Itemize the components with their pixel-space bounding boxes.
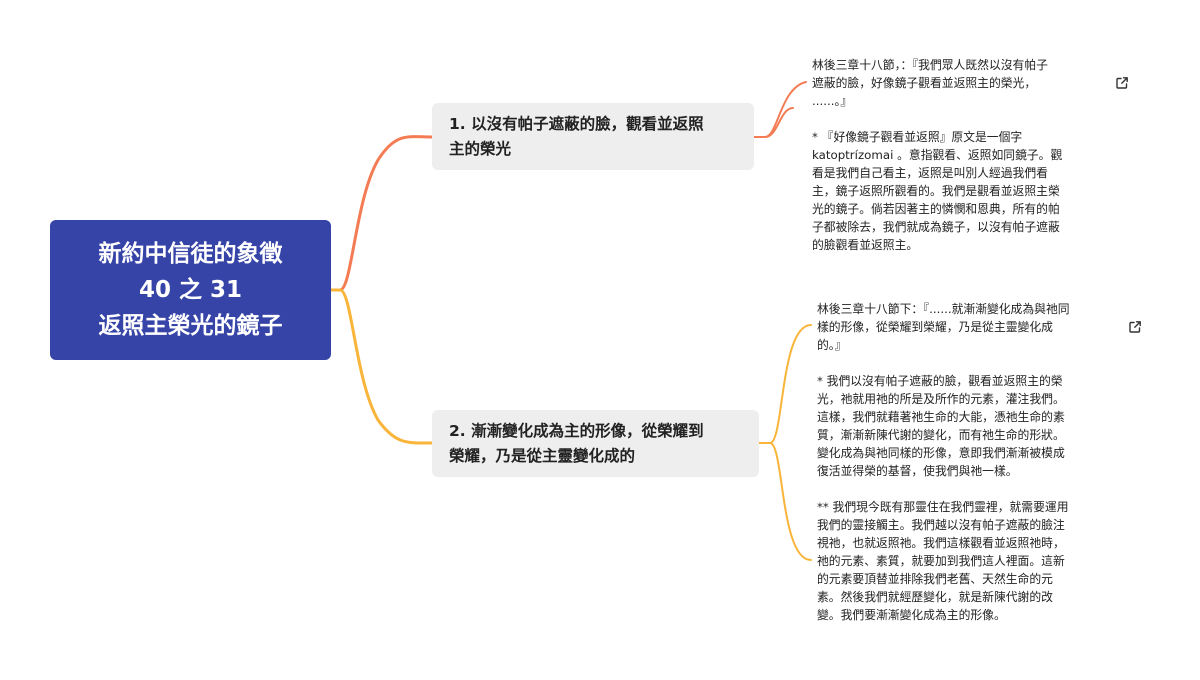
note-paragraph: * 我們以沒有帕子遮蔽的臉，觀看並返照主的榮 光，祂就用祂的所是及所作的元素，灌… bbox=[817, 372, 1123, 480]
note-line: 我們的靈接觸主。我們越以沒有帕子遮蔽的臉注 bbox=[817, 518, 1065, 532]
note-line: 林後三章十八節下：『......就漸漸變化成為與祂同 bbox=[817, 302, 1070, 316]
note-line: * 『好像鏡子觀看並返照』原文是一個字 bbox=[812, 130, 1023, 144]
central-topic[interactable]: 新約中信徒的象徵 40 之 31 返照主榮光的鏡子 bbox=[50, 220, 331, 360]
branch-topic-line: 主的榮光 bbox=[449, 139, 512, 158]
note-line: 遮蔽的臉，好像鏡子觀看並返照主的榮光， bbox=[812, 76, 1037, 90]
note-line: * 我們以沒有帕子遮蔽的臉，觀看並返照主的榮 bbox=[817, 374, 1063, 388]
central-topic-line: 40 之 31 bbox=[138, 277, 243, 303]
note-line: 的。』 bbox=[817, 338, 847, 352]
external-link-icon[interactable] bbox=[1128, 320, 1142, 334]
note-line: katoptrízomai 。意指觀看、返照如同鏡子。觀 bbox=[812, 148, 1063, 162]
branch-topic-1[interactable]: 1. 以沒有帕子遮蔽的臉，觀看並返照 主的榮光 bbox=[432, 103, 754, 170]
note-line: 素。然後我們就經歷變化，就是新陳代謝的改 bbox=[817, 590, 1053, 604]
branch-topic-line: 2. 漸漸變化成為主的形像，從榮耀到 bbox=[449, 421, 704, 440]
note-line: 的臉觀看並返照主。 bbox=[812, 238, 919, 252]
note-line: 樣的形像，從榮耀到榮耀，乃是從主靈變化成 bbox=[817, 320, 1053, 334]
note-line: 光，祂就用祂的所是及所作的元素，灌注我們。 bbox=[817, 392, 1065, 406]
note-line: 子都被除去，我們就成為鏡子，以沒有帕子遮蔽 bbox=[812, 220, 1060, 234]
central-topic-line: 返照主榮光的鏡子 bbox=[98, 313, 283, 339]
connector-branch-1-note bbox=[753, 81, 807, 138]
note-line: 視祂，也就返照祂。我們這樣觀看並返照祂時， bbox=[817, 536, 1065, 550]
connector-branch-1-note-end bbox=[753, 107, 794, 138]
note-line: ** 我們現今既有那靈住在我們靈裡，就需要運用 bbox=[817, 500, 1069, 514]
branch-topic-2[interactable]: 2. 漸漸變化成為主的形像，從榮耀到 榮耀，乃是從主靈變化成的 bbox=[432, 410, 759, 477]
note-line: 這樣，我們就藉著祂生命的大能，憑祂生命的素 bbox=[817, 410, 1065, 424]
connector-root-branch-2 bbox=[329, 288, 434, 445]
note-line: 主，鏡子返照所觀看的。我們是觀看並返照主榮 bbox=[812, 184, 1060, 198]
note-branch-2: 林後三章十八節下：『......就漸漸變化成為與祂同 樣的形像，從榮耀到榮耀，乃… bbox=[817, 300, 1123, 624]
note-line: 看是我們自己看主，返照是叫別人經過我們看 bbox=[812, 166, 1048, 180]
connector-branch-2-note bbox=[758, 324, 812, 444]
note-paragraph: ** 我們現今既有那靈住在我們靈裡，就需要運用 我們的靈接觸主。我們越以沒有帕子… bbox=[817, 498, 1123, 624]
note-line: 變。我們要漸漸變化成為主的形像。 bbox=[817, 608, 1006, 622]
note-line: 質，漸漸新陳代謝的變化，而有祂生命的形狀。 bbox=[817, 428, 1065, 442]
branch-topic-line: 1. 以沒有帕子遮蔽的臉，觀看並返照 bbox=[449, 114, 704, 133]
note-line: 祂的元素、素質，就要加到我們這人裡面。這新 bbox=[817, 554, 1065, 568]
note-line: 林後三章十八節，：『我們眾人既然以沒有帕子 bbox=[812, 58, 1048, 72]
note-line: ......。』 bbox=[812, 94, 853, 108]
external-link-icon[interactable] bbox=[1115, 76, 1129, 90]
note-paragraph: 林後三章十八節，：『我們眾人既然以沒有帕子 遮蔽的臉，好像鏡子觀看並返照主的榮光… bbox=[812, 56, 1112, 110]
note-branch-1: 林後三章十八節，：『我們眾人既然以沒有帕子 遮蔽的臉，好像鏡子觀看並返照主的榮光… bbox=[812, 56, 1112, 254]
connector-root-branch-1 bbox=[329, 135, 434, 292]
note-line: 變化成為與祂同樣的形像，意即我們漸漸被模成 bbox=[817, 446, 1065, 460]
note-paragraph: 林後三章十八節下：『......就漸漸變化成為與祂同 樣的形像，從榮耀到榮耀，乃… bbox=[817, 300, 1123, 354]
note-line: 光的鏡子。倘若因著主的憐憫和恩典，所有的帕 bbox=[812, 202, 1060, 216]
note-line: 的元素要頂替並排除我們老舊、天然生命的元 bbox=[817, 572, 1053, 586]
branch-topic-line: 榮耀，乃是從主靈變化成的 bbox=[449, 446, 636, 465]
central-topic-line: 新約中信徒的象徵 bbox=[98, 241, 283, 267]
note-line: 復活並得榮的基督，使我們與祂一樣。 bbox=[817, 464, 1018, 478]
note-paragraph: * 『好像鏡子觀看並返照』原文是一個字 katoptrízomai 。意指觀看、… bbox=[812, 128, 1112, 254]
connector-branch-2-note-end bbox=[758, 442, 812, 561]
